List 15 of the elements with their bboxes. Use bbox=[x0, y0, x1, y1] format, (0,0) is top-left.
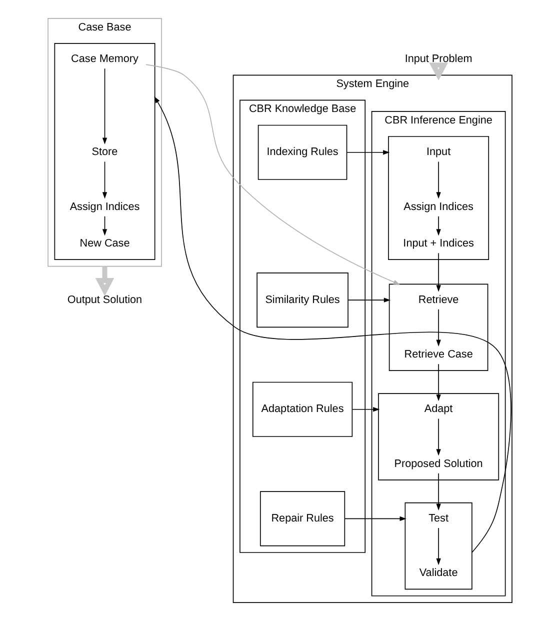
node-text: Case Memory bbox=[71, 53, 138, 66]
node-text: New Case bbox=[80, 238, 130, 250]
node-text: Assign Indices bbox=[404, 200, 474, 213]
node-text: Input + Indices bbox=[403, 238, 474, 250]
node-text: Test bbox=[428, 512, 448, 525]
node-text: Store bbox=[92, 146, 118, 158]
node-text: Input bbox=[426, 146, 451, 158]
node-text: Retrieve Case bbox=[404, 348, 473, 361]
node-text: Validate bbox=[419, 567, 458, 580]
node-text: Output Solution bbox=[67, 294, 142, 306]
node-text: Retrieve bbox=[418, 294, 459, 306]
node-text: Assign Indices bbox=[70, 200, 140, 213]
node-text: Input Problem bbox=[404, 53, 472, 66]
node-text: Adapt bbox=[424, 403, 453, 416]
node-text: Proposed Solution bbox=[394, 458, 483, 470]
